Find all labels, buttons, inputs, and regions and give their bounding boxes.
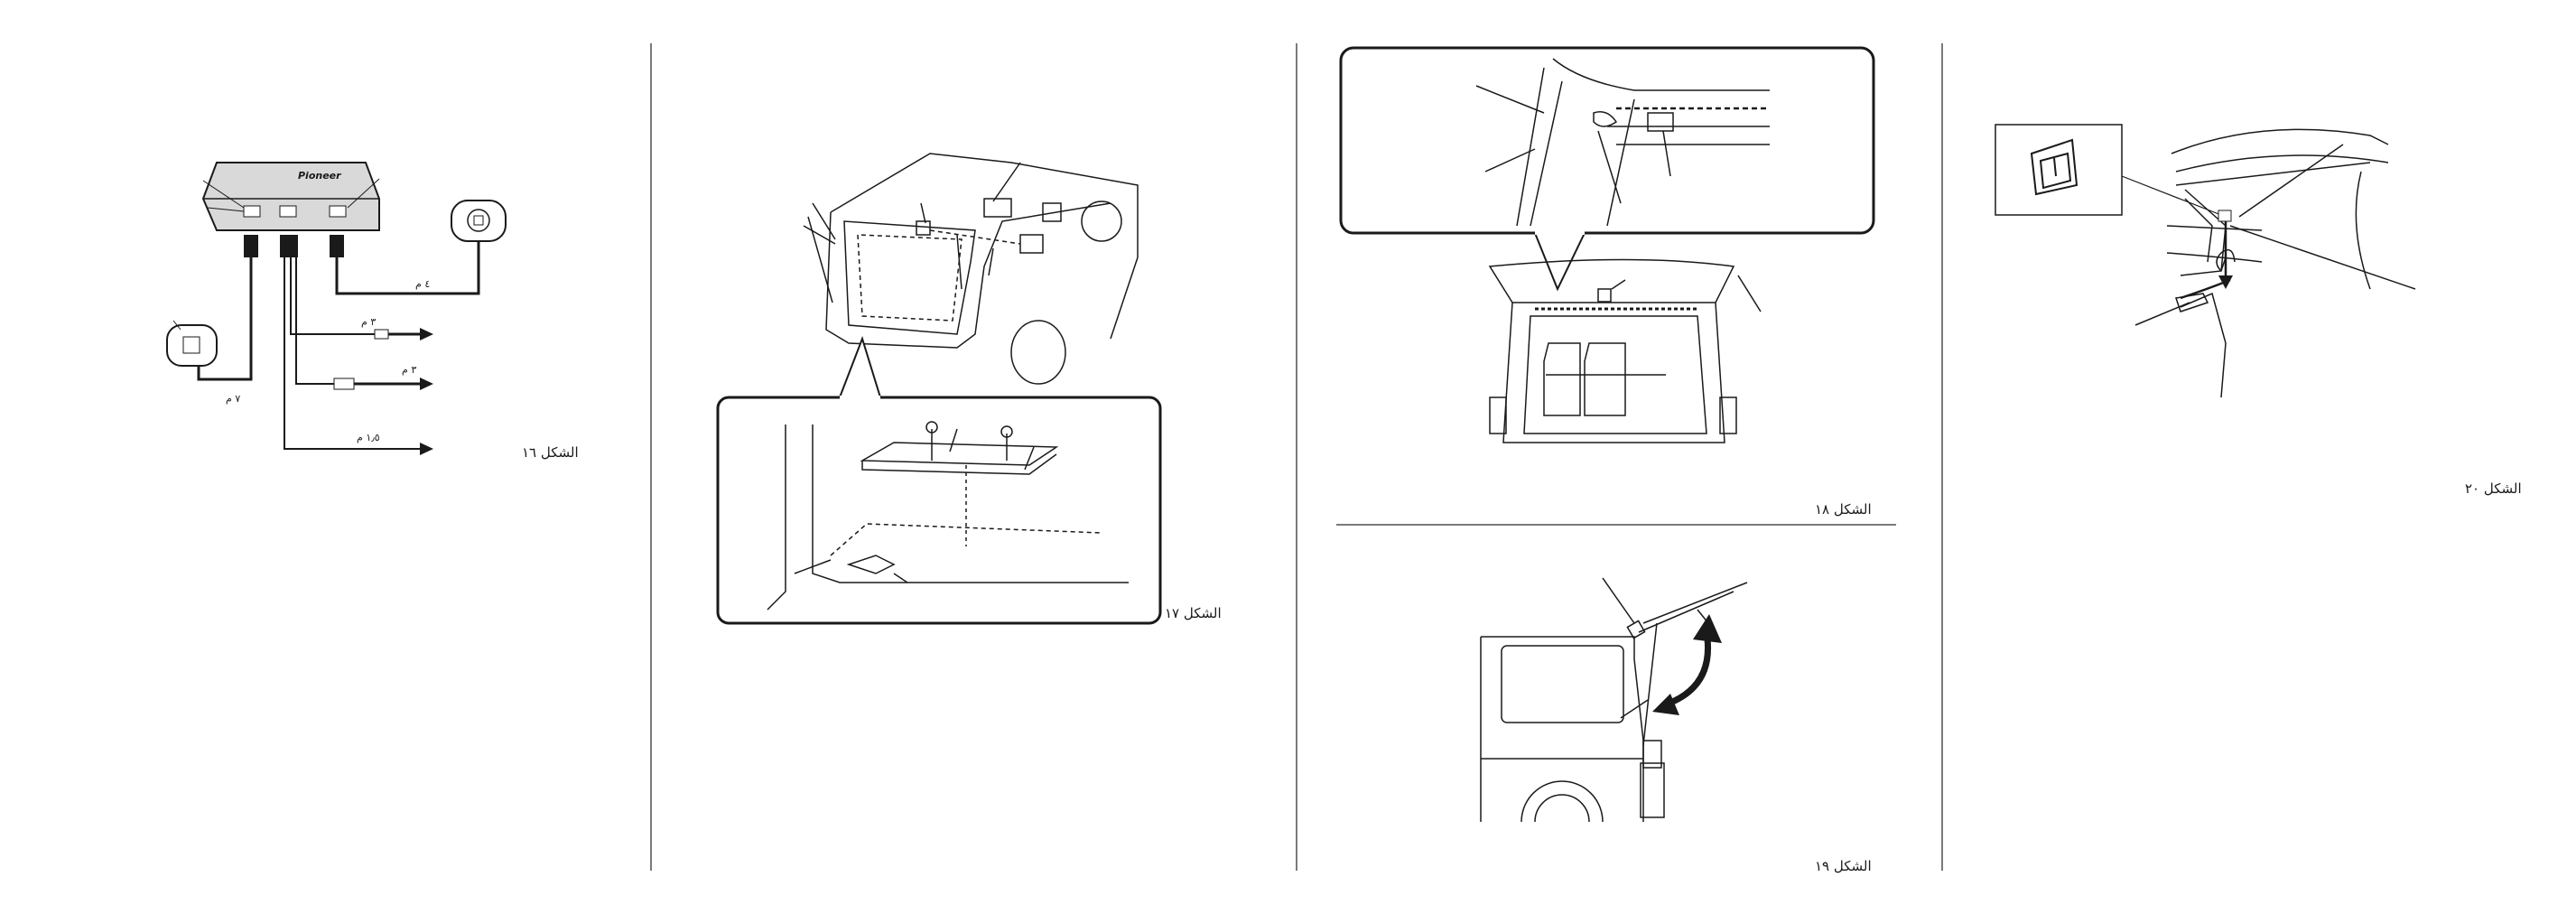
figure-20-diagram [1991,117,2442,415]
suv-side-tailgate-open [1481,578,1747,822]
figure-18-diagram [1336,45,1896,461]
unit-brand-logo: Pioneer [298,170,341,182]
cable-length-label-1: ٤ م [415,278,430,290]
microphone-module-icon [167,321,217,366]
clip-detail-box [1995,125,2122,215]
open-direction-arrow [1666,632,1708,704]
suv-tailgate-illustration [1490,260,1761,443]
figure-19-caption: الشكل ١٩ [1815,858,1872,874]
cable-length-label-5: ١٫٥ م [357,432,380,443]
figure-16-caption: الشكل ١٦ [522,444,579,461]
cable-length-label-2: ٣ م [361,316,376,328]
figure-17-diagram [713,149,1183,637]
cable-length-label-4: ٧ م [226,393,240,405]
detail-inset-box [718,397,1160,623]
section-separator [1336,524,1896,526]
figure-17-caption: الشكل ١٧ [1165,605,1222,621]
figure-16-diagram: Pioneer ٤ م ٧ م [153,145,533,470]
column-divider-1 [650,43,652,871]
suv-roof-interior [2135,129,2415,397]
cable-length-label-3: ٣ م [402,364,416,376]
speaker-module-icon [451,201,506,241]
figure-20-caption: الشكل ٢٠ [2465,480,2522,497]
column-divider-3 [1941,43,1943,871]
suv-rear-illustration [804,154,1138,384]
figure-18-caption: الشكل ١٨ [1815,501,1872,518]
figure-19-diagram [1476,569,1765,840]
processor-unit: Pioneer [203,163,379,230]
detail-inset-box [1341,48,1874,233]
column-divider-2 [1296,43,1297,871]
